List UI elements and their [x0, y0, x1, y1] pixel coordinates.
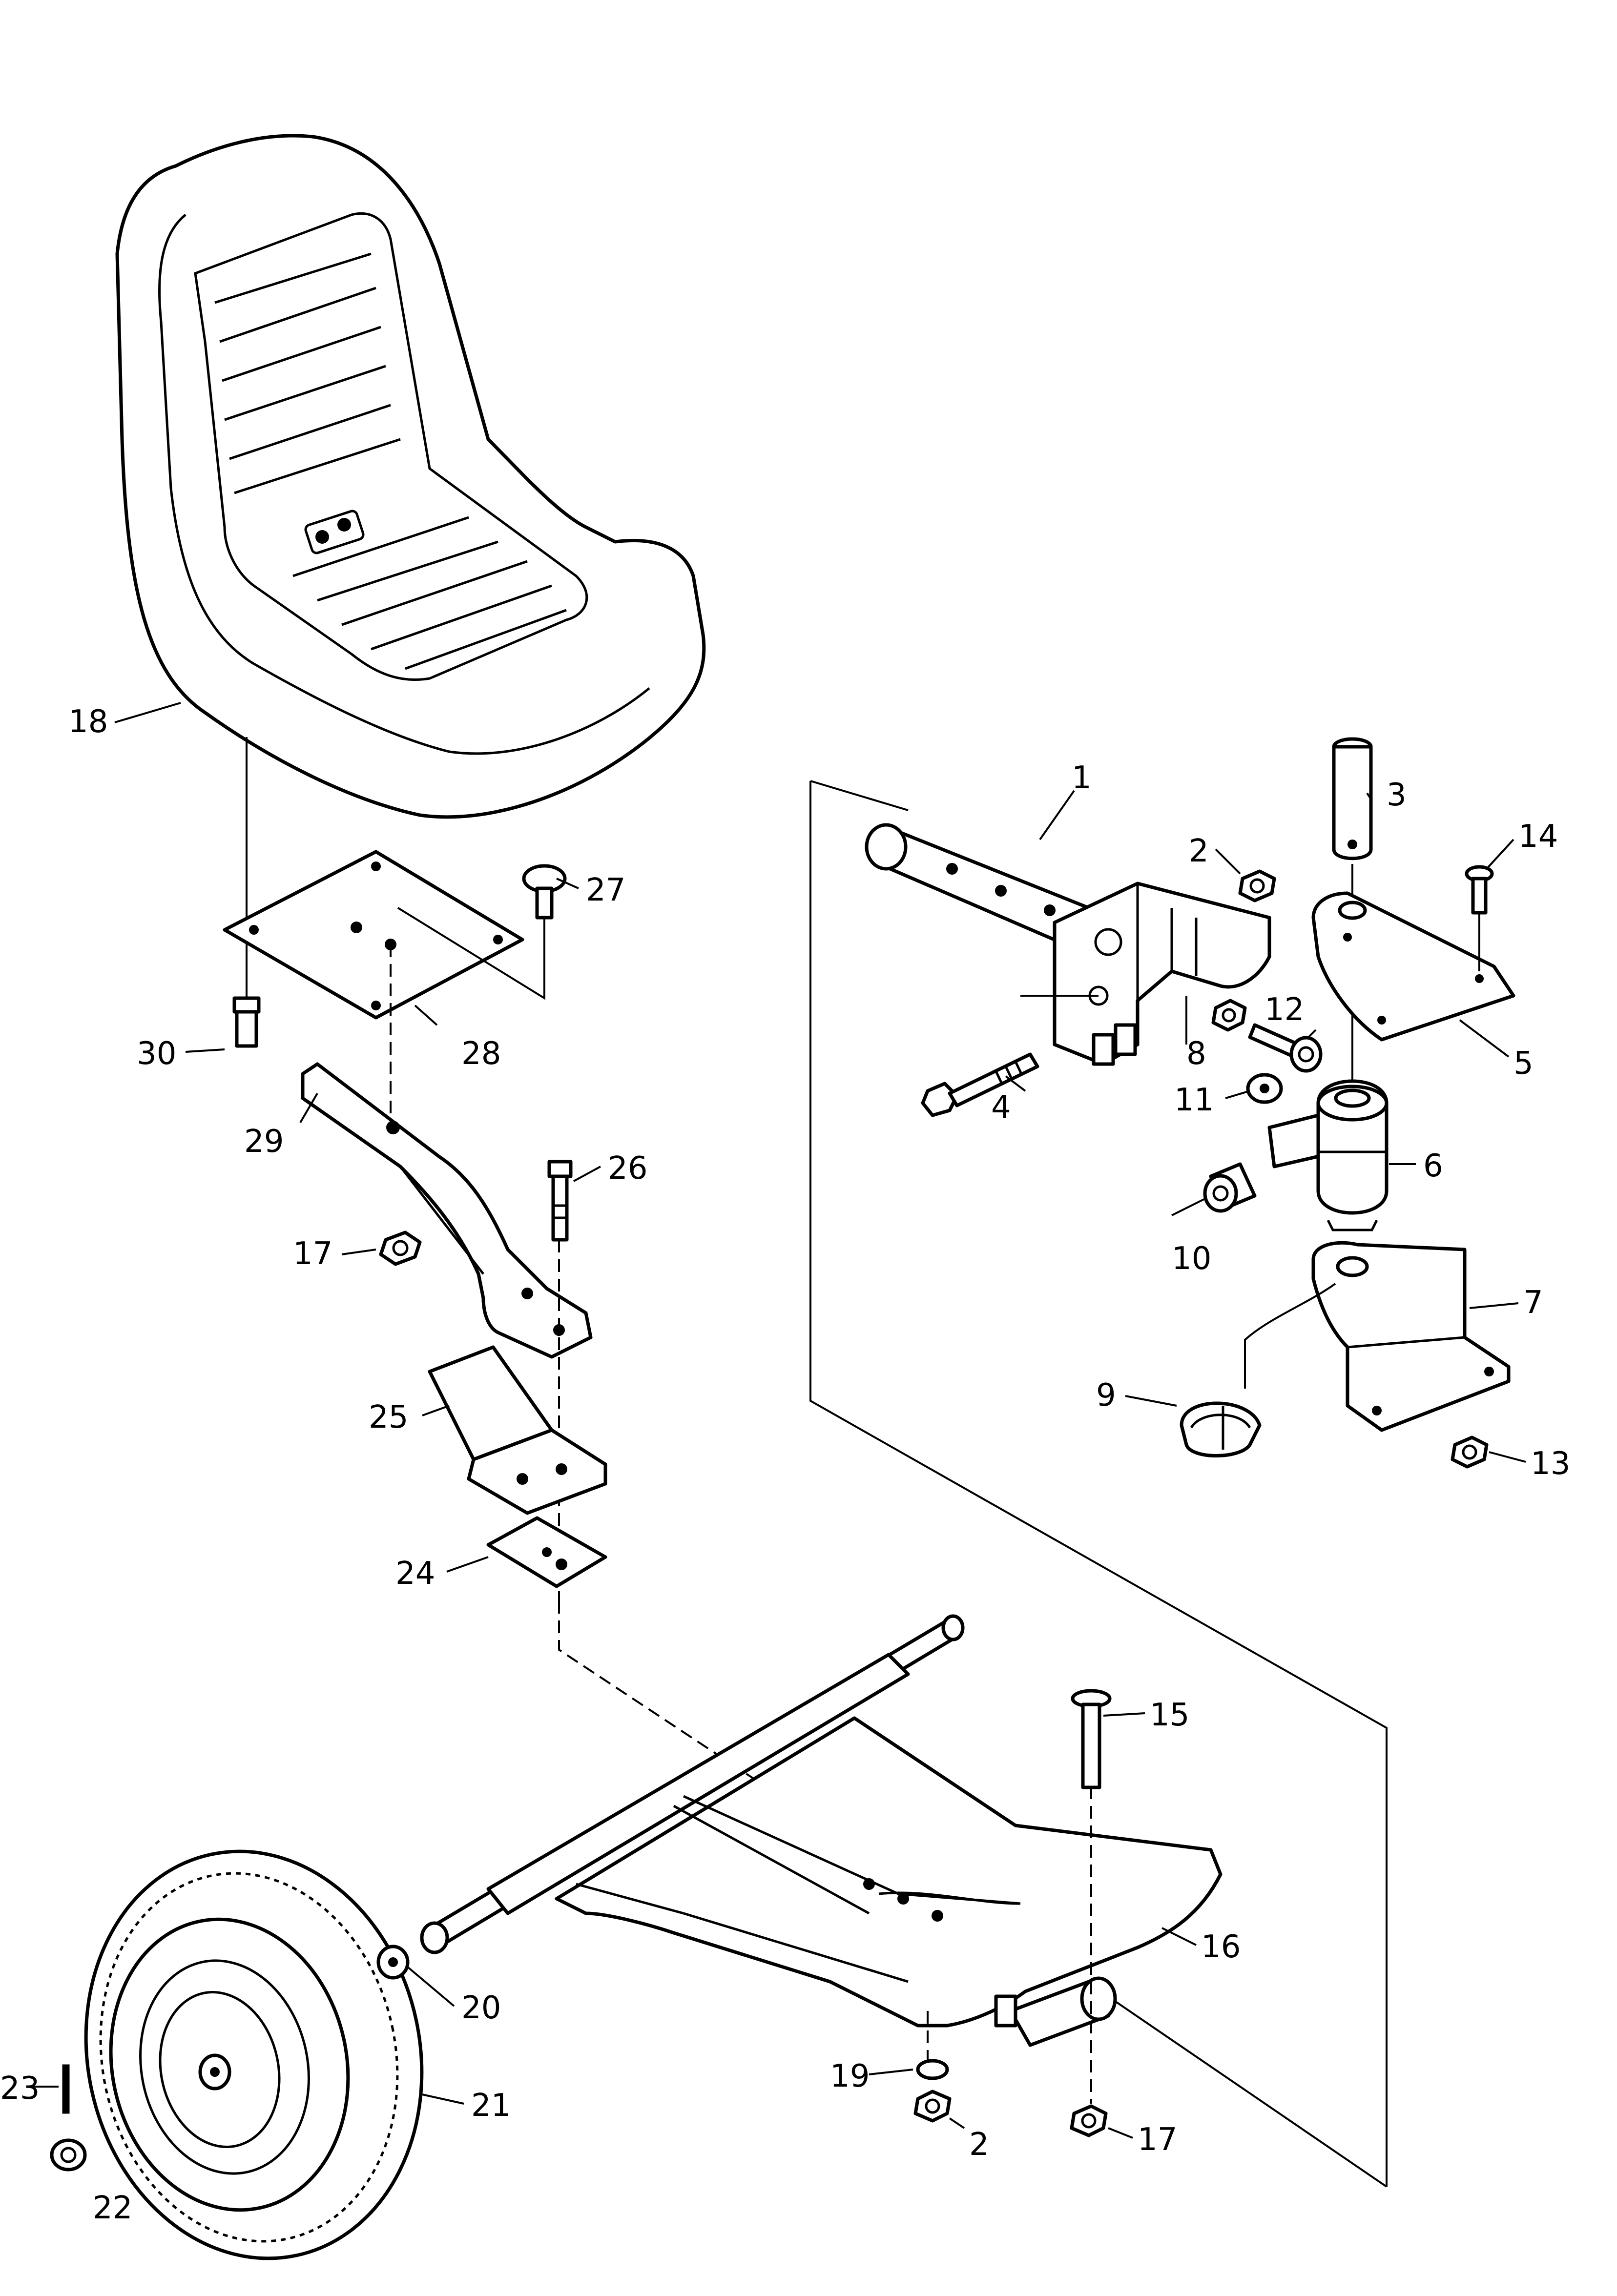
seat-cushion-ridges: [292, 516, 567, 670]
callout-9: 9: [1096, 1377, 1116, 1414]
callout-29: 29: [244, 1124, 284, 1160]
angle-bracket: [428, 1345, 607, 1515]
seat-bolt: [232, 996, 261, 1048]
callout-4: 4: [991, 1089, 1011, 1126]
callout-20: 20: [461, 1990, 501, 2026]
callout-13: 13: [1531, 1446, 1570, 1482]
callout-6: 6: [1423, 1148, 1443, 1184]
axle-frame: [420, 1614, 1223, 2047]
callout-16: 16: [1201, 1929, 1241, 1965]
callout-26: 26: [608, 1150, 647, 1187]
callout-12: 12: [1265, 992, 1304, 1028]
callout-labels: 1 2 2 3 4 5 6 7 8 9 10 11 12 13 14 15 16…: [0, 704, 1570, 2226]
hitch-tongue: [865, 823, 1271, 1066]
clevis-bolt: [921, 1052, 1039, 1117]
callout-27: 27: [586, 872, 625, 908]
axle-washer: [376, 1945, 410, 1980]
callout-10: 10: [1172, 1241, 1211, 1277]
wheel-nut: [50, 2138, 87, 2172]
hitch-pin: [1332, 737, 1373, 861]
frame-nut: [913, 2090, 952, 2123]
clevis-nut: [1238, 869, 1276, 902]
callout-24: 24: [395, 1556, 435, 1592]
bracket-bolt: [547, 1160, 573, 1242]
frame-bolt: [1071, 1689, 1112, 1789]
callout-18: 18: [68, 704, 108, 740]
callout-22: 22: [93, 2190, 132, 2226]
wheel: [84, 1849, 424, 2260]
callout-23: 23: [0, 2070, 40, 2107]
bushing: [1203, 1162, 1257, 1213]
callout-21: 21: [471, 2088, 511, 2124]
callout-2-bottom: 2: [969, 2127, 989, 2163]
callout-11: 11: [1174, 1082, 1214, 1118]
bracket-lock-nut: [1451, 1435, 1489, 1469]
seat-back-ridges: [214, 252, 401, 494]
spacer-plate: [486, 1516, 607, 1588]
seat-mounting-plate: [223, 850, 524, 1020]
callout-17-right: 17: [1138, 2122, 1177, 2158]
washer: [1246, 1073, 1283, 1104]
callout-30: 30: [137, 1036, 176, 1072]
callout-15: 15: [1150, 1697, 1189, 1733]
swivel-block: [1267, 1079, 1389, 1231]
callout-7: 7: [1523, 1285, 1543, 1321]
pivot-bolt: [1248, 1023, 1323, 1073]
callout-14: 14: [1518, 819, 1558, 855]
hitch-top-plate: [1311, 891, 1515, 1042]
hitch-mount-bracket: [1244, 1241, 1511, 1432]
seat: [115, 134, 706, 819]
seat-support-bracket: [301, 1062, 593, 1359]
sleeve-nut: [1070, 2104, 1108, 2137]
hitch-clip: [1180, 1401, 1262, 1457]
leader-lines: [29, 702, 1526, 2139]
frame-washer: [916, 2059, 949, 2080]
callout-28: 28: [461, 1036, 501, 1072]
cotter-pin: [62, 2064, 70, 2114]
callout-5: 5: [1513, 1046, 1534, 1082]
plate-bolt: [1465, 865, 1494, 915]
callout-8: 8: [1186, 1036, 1206, 1072]
lock-nut: [1211, 999, 1247, 1032]
callout-25: 25: [369, 1399, 408, 1435]
callout-19: 19: [830, 2058, 870, 2094]
callout-17-left: 17: [293, 1236, 332, 1272]
seat-knob: [522, 864, 567, 920]
bracket-nut: [379, 1230, 422, 1266]
callout-1: 1: [1072, 760, 1092, 796]
callout-2-top: 2: [1189, 833, 1209, 869]
callout-3: 3: [1387, 777, 1407, 813]
